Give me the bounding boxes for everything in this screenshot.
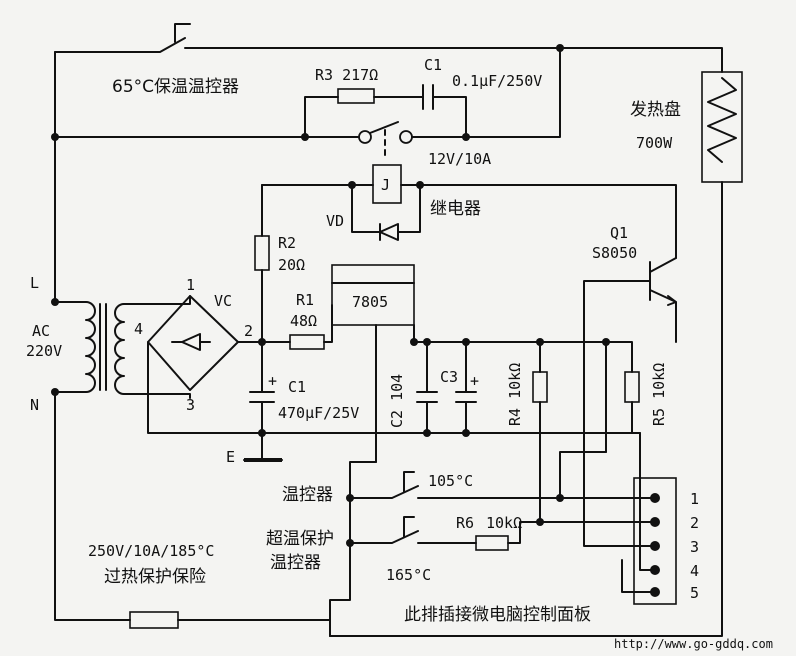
relay-j-label: J	[381, 176, 390, 194]
connector-pin-4: 4	[690, 562, 699, 580]
ac-label: AC	[32, 322, 50, 340]
line-l-label: L	[30, 274, 39, 292]
keep-warm-thermostat-label: 65°C保温温控器	[112, 77, 239, 97]
q1-label: Q1	[610, 224, 628, 242]
thermostat-105	[349, 471, 561, 499]
bridge-pin-1: 1	[186, 276, 195, 294]
r1-value: 48Ω	[290, 312, 317, 330]
thermostat-label: 温控器	[282, 485, 333, 505]
relay-name: 继电器	[430, 199, 481, 219]
heater-name: 发热盘	[630, 100, 681, 120]
relay-rating: 12V/10A	[428, 150, 491, 168]
over-temp-label-line1: 超温保护	[266, 529, 334, 549]
relay-contact	[358, 130, 372, 144]
ground-e-label: E	[226, 448, 235, 466]
vd-label: VD	[326, 212, 344, 230]
thermostat-165	[349, 516, 477, 544]
fuse-rating: 250V/10A/185°C	[88, 542, 214, 560]
watermark-url: http://www.go-gddq.com	[614, 637, 773, 651]
connector-pin-2: 2	[690, 514, 699, 532]
fuse-name: 过热保护保险	[104, 567, 206, 587]
connector-pin-1: 1	[690, 490, 699, 508]
svg-text:+: +	[470, 372, 479, 390]
q1-transistor	[583, 257, 677, 499]
thermal-fuse	[129, 611, 179, 629]
r3-label: R3 217Ω	[315, 66, 378, 84]
r3-resistor	[337, 88, 375, 104]
ac-voltage: 220V	[26, 342, 62, 360]
connector-note: 此排插接微电脑控制面板	[404, 605, 591, 625]
r2-value: 20Ω	[278, 256, 305, 274]
c1-top-label: C1	[424, 56, 442, 74]
r5-resistor	[624, 371, 640, 403]
r2-label: R2	[278, 234, 296, 252]
keep-warm-thermostat-switch	[54, 23, 561, 53]
c2-label: C2 104	[388, 374, 406, 428]
r6-value: 10kΩ	[486, 514, 522, 532]
vd-diode	[371, 223, 405, 241]
bridge-pin-4: 4	[134, 320, 143, 338]
r5-label: R5 10kΩ	[650, 363, 668, 426]
r6-label: R6	[456, 514, 474, 532]
over-temp-label-line2: 温控器	[270, 553, 321, 573]
c3-label: C3	[440, 368, 458, 386]
c1-top-value: 0.1μF/250V	[452, 72, 542, 90]
r2-resistor	[254, 235, 270, 271]
connector-pin-5: 5	[690, 584, 699, 602]
c1-bottom-value: 470μF/25V	[278, 404, 359, 422]
line-n-label: N	[30, 396, 39, 414]
bridge-pin-2: 2	[244, 322, 253, 340]
svg-text:+: +	[268, 372, 277, 390]
bridge-pin-3: 3	[186, 396, 195, 414]
c1-bottom-label: C1	[288, 378, 306, 396]
connector-pin-3: 3	[690, 538, 699, 556]
relay-contact	[399, 130, 413, 144]
regulator-7805	[331, 264, 415, 326]
r4-resistor	[532, 371, 548, 403]
bridge-rectifier	[147, 295, 641, 434]
regulator-label: 7805	[352, 293, 388, 311]
r4-label: R4 10kΩ	[506, 363, 524, 426]
bridge-vc-label: VC	[214, 292, 232, 310]
q1-part: S8050	[592, 244, 637, 262]
r6-resistor	[475, 535, 509, 551]
transformer	[85, 295, 191, 399]
heater-power: 700W	[636, 134, 673, 152]
temp-165-label: 165°C	[386, 566, 431, 584]
temp-105-label: 105°C	[428, 472, 473, 490]
control-panel-connector	[633, 477, 677, 605]
r1-resistor	[289, 334, 325, 350]
r1-label: R1	[296, 291, 314, 309]
